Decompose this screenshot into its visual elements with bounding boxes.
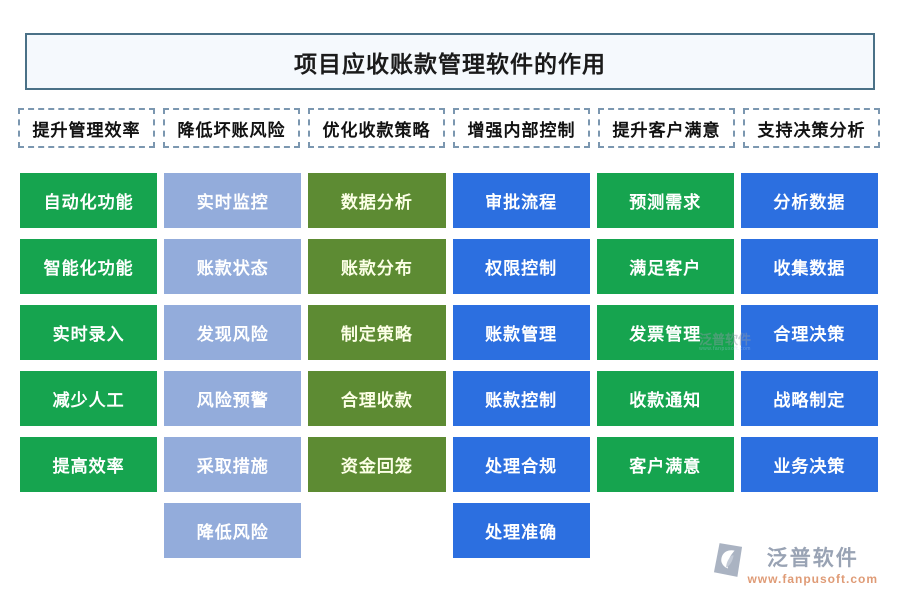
feature-box: 降低风险 bbox=[164, 503, 302, 558]
feature-box: 制定策略 bbox=[308, 305, 446, 360]
feature-box: 合理决策 bbox=[740, 305, 878, 360]
feature-box: 账款状态 bbox=[164, 239, 302, 294]
feature-box: 智能化功能 bbox=[20, 239, 158, 294]
feature-box: 账款分布 bbox=[308, 239, 446, 294]
feature-column-2: 实时监控 账款状态 发现风险 风险预警 采取措施 降低风险 bbox=[164, 173, 302, 558]
feature-column-1: 自动化功能 智能化功能 实时录入 减少人工 提高效率 bbox=[20, 173, 158, 558]
feature-box: 战略制定 bbox=[740, 371, 878, 426]
feature-box: 合理收款 bbox=[308, 371, 446, 426]
feature-box: 采取措施 bbox=[164, 437, 302, 492]
brand-logo: 泛普软件 www.fanpusoft.com bbox=[713, 542, 878, 586]
feature-box: 权限控制 bbox=[452, 239, 590, 294]
feature-grid: 自动化功能 智能化功能 实时录入 减少人工 提高效率 实时监控 账款状态 发现风… bbox=[20, 173, 878, 558]
feature-box: 业务决策 bbox=[740, 437, 878, 492]
feature-box: 处理合规 bbox=[452, 437, 590, 492]
feature-box: 减少人工 bbox=[20, 371, 158, 426]
feature-box: 提高效率 bbox=[20, 437, 158, 492]
feature-box: 自动化功能 bbox=[20, 173, 158, 228]
feature-column-6: 分析数据 收集数据 合理决策 战略制定 业务决策 bbox=[740, 173, 878, 558]
feature-box: 收集数据 bbox=[740, 239, 878, 294]
category-header-row: 提升管理效率 降低坏账风险 优化收款策略 增强内部控制 提升客户满意 支持决策分… bbox=[18, 108, 880, 148]
feature-box: 账款管理 bbox=[452, 305, 590, 360]
feature-box: 数据分析 bbox=[308, 173, 446, 228]
title-bar: 项目应收账款管理软件的作用 bbox=[25, 33, 875, 90]
feature-box: 发现风险 bbox=[164, 305, 302, 360]
feature-box: 满足客户 bbox=[596, 239, 734, 294]
feature-box: 发票管理 bbox=[596, 305, 734, 360]
feature-column-3: 数据分析 账款分布 制定策略 合理收款 资金回笼 bbox=[308, 173, 446, 558]
feature-column-4: 审批流程 权限控制 账款管理 账款控制 处理合规 处理准确 bbox=[452, 173, 590, 558]
brand-name: 泛普软件 bbox=[766, 547, 859, 570]
feature-box: 分析数据 bbox=[740, 173, 878, 228]
feature-box: 账款控制 bbox=[452, 371, 590, 426]
page-title: 项目应收账款管理软件的作用 bbox=[294, 50, 606, 77]
feature-box: 收款通知 bbox=[596, 371, 734, 426]
category-header-collection-strategy: 优化收款策略 bbox=[308, 108, 445, 148]
feature-box: 预测需求 bbox=[596, 173, 734, 228]
category-header-manage-efficiency: 提升管理效率 bbox=[18, 108, 155, 148]
feature-box: 资金回笼 bbox=[308, 437, 446, 492]
category-header-decision-analysis: 支持决策分析 bbox=[743, 108, 880, 148]
fanpu-logo-icon bbox=[713, 542, 743, 578]
category-header-internal-control: 增强内部控制 bbox=[453, 108, 590, 148]
category-header-customer-satisfaction: 提升客户满意 bbox=[598, 108, 735, 148]
feature-box: 审批流程 bbox=[452, 173, 590, 228]
feature-box: 处理准确 bbox=[452, 503, 590, 558]
feature-box: 实时监控 bbox=[164, 173, 302, 228]
category-header-bad-debt-risk: 降低坏账风险 bbox=[163, 108, 300, 148]
feature-column-5: 预测需求 满足客户 发票管理 收款通知 客户满意 bbox=[596, 173, 734, 558]
brand-url: www.fanpusoft.com bbox=[747, 572, 878, 586]
feature-box: 风险预警 bbox=[164, 371, 302, 426]
brand-text-block: 泛普软件 www.fanpusoft.com bbox=[747, 542, 878, 586]
feature-box: 客户满意 bbox=[596, 437, 734, 492]
feature-box: 实时录入 bbox=[20, 305, 158, 360]
